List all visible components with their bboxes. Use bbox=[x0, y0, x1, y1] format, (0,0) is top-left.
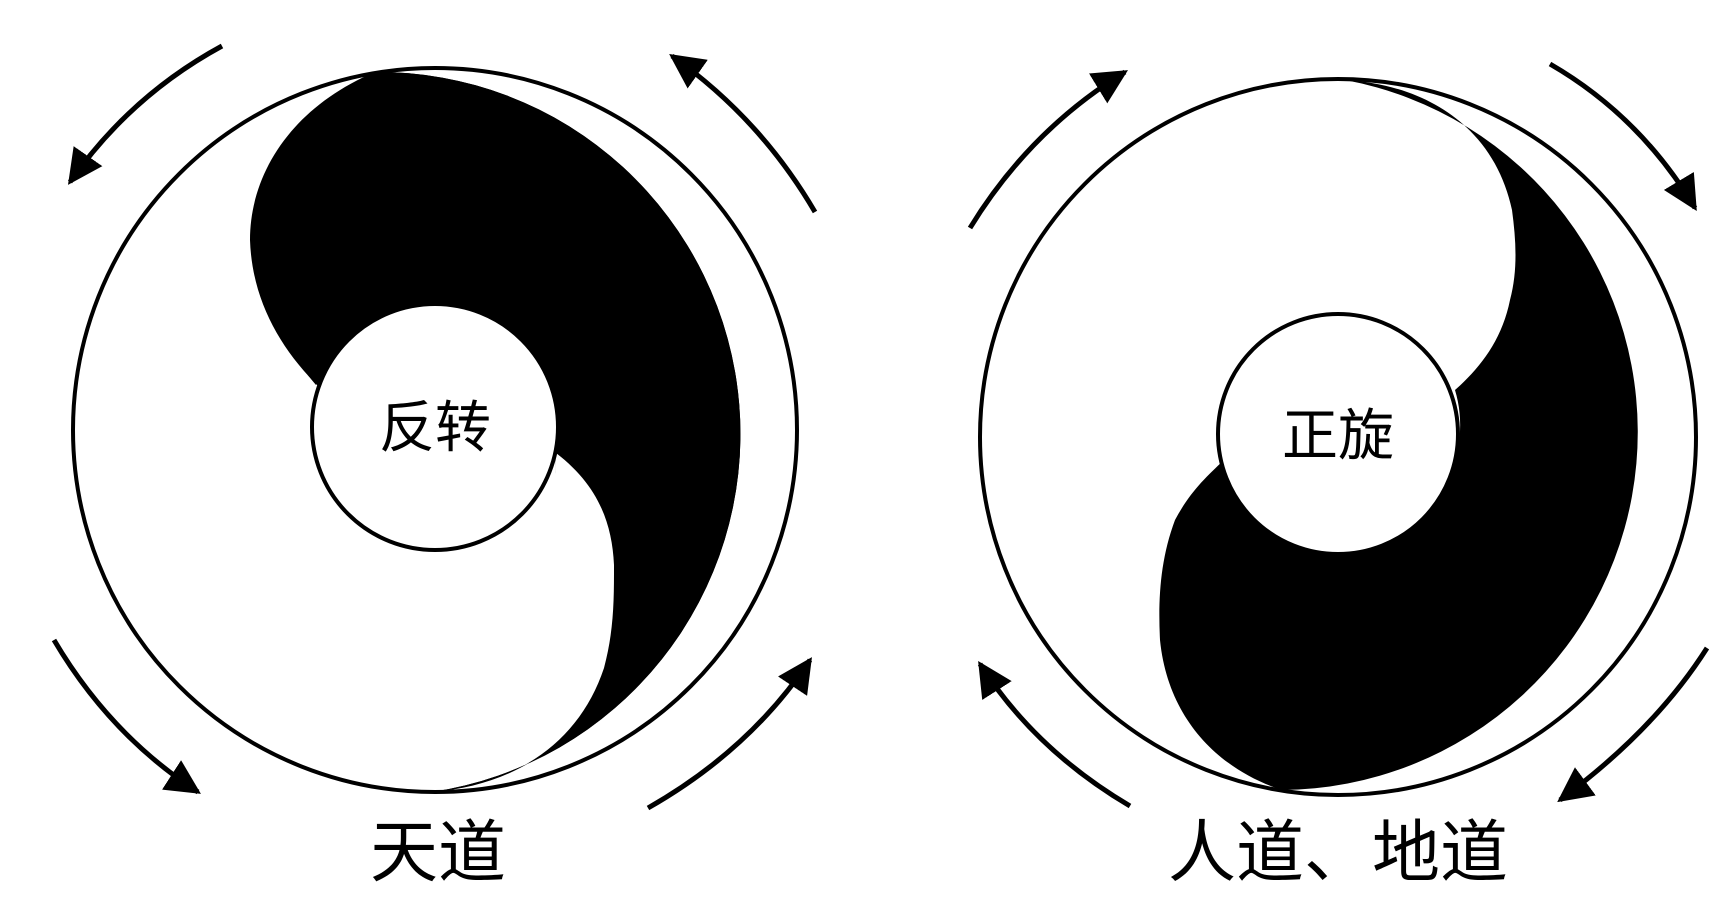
left-swirl-diagram: 反转 天道 bbox=[51, 43, 818, 893]
left-inner-circle bbox=[310, 302, 560, 552]
right-center-label: 正旋 bbox=[1282, 404, 1394, 469]
left-arrow-top-left bbox=[67, 43, 224, 185]
left-arrow-top-right bbox=[669, 53, 818, 214]
right-arrow-top-left bbox=[967, 69, 1128, 230]
right-black-region-main bbox=[1159, 80, 1638, 790]
left-center-label: 反转 bbox=[379, 396, 491, 461]
left-caption: 天道 bbox=[370, 814, 506, 893]
left-black-region-main bbox=[250, 71, 741, 792]
left-arrow-bottom-left bbox=[51, 638, 201, 795]
right-arrow-bottom-right bbox=[1557, 646, 1710, 803]
left-arrow-bottom-right bbox=[646, 657, 813, 811]
right-inner-circle bbox=[1216, 312, 1460, 556]
right-caption: 人道、地道 bbox=[1168, 814, 1508, 893]
right-arrow-bottom-left bbox=[977, 661, 1132, 809]
right-arrow-top-right bbox=[1548, 61, 1698, 212]
right-swirl-diagram: 正旋 人道、地道 bbox=[967, 61, 1710, 893]
